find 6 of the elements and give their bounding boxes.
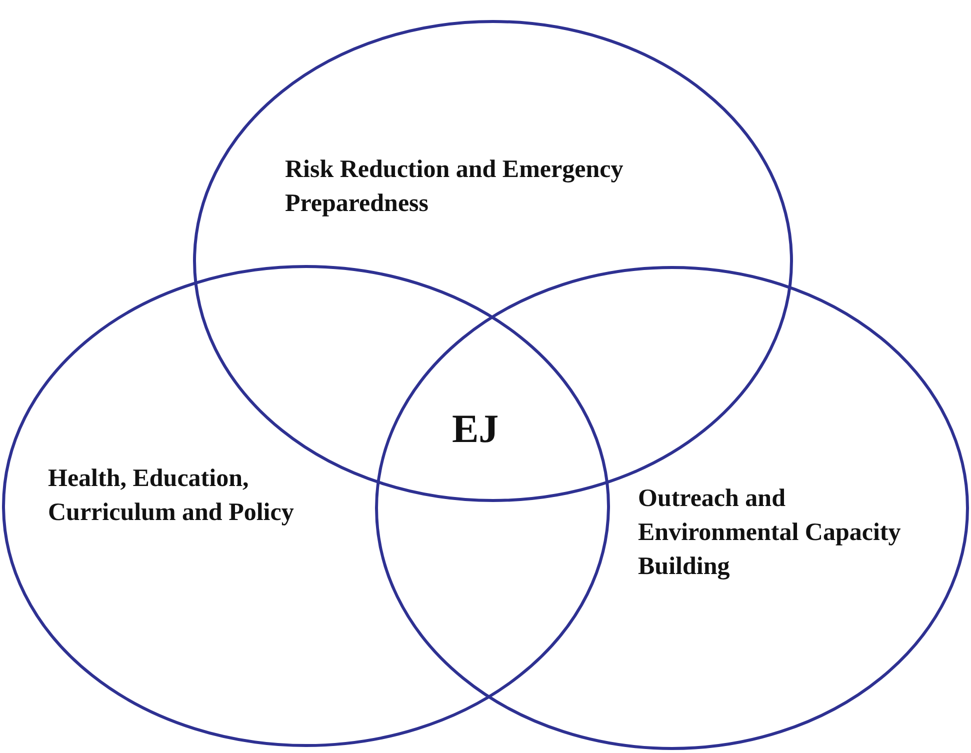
venn-circle [2, 265, 610, 747]
circle-label: Health, Education, Curriculum and Policy [48, 464, 295, 528]
circle-label: Risk Reduction and Emergency Preparedness [285, 155, 624, 219]
center-label: EJ [452, 405, 499, 452]
venn-circle [375, 266, 969, 750]
circle-label: Outreach and Environmental Capacity Building [638, 484, 902, 582]
